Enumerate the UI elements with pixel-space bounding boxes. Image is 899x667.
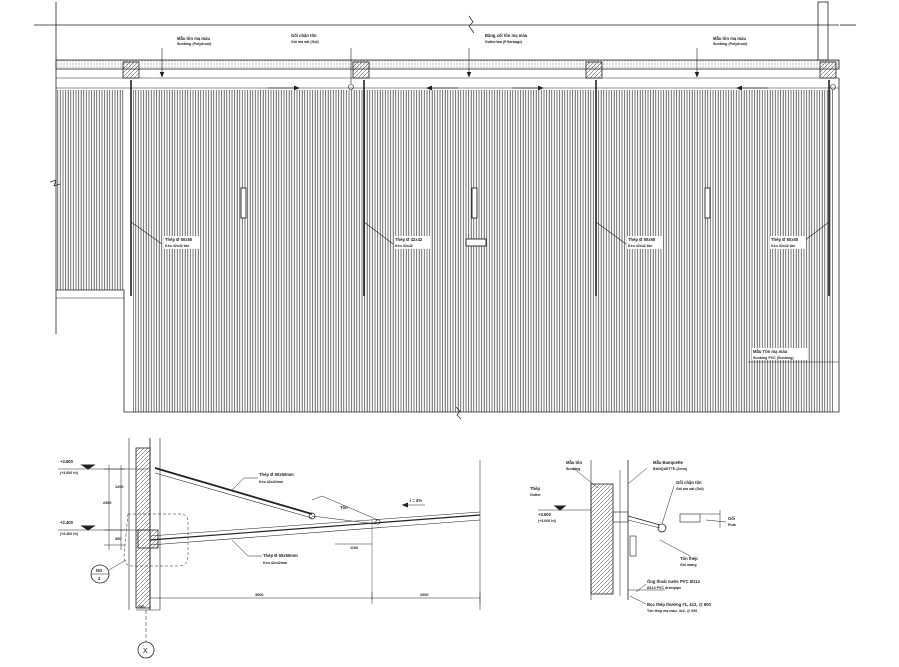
rafter-callout-3-line2: Kèo 42x42 tôn	[628, 244, 652, 248]
plan-callout-3-line1: Băng xối tôn mạ màu	[485, 33, 528, 38]
plan-labels: Mẫu tôn mạ màu Sunbing (Polydrum) Gối ch…	[164, 33, 807, 360]
column-block	[352, 61, 370, 79]
dim-height-lower: 300	[115, 537, 121, 541]
gutter-callout-4-line1: Thép	[530, 486, 540, 491]
column-block	[585, 61, 603, 79]
gutter-callout-8-line1: Bọc thép thường #1, 4x2, @ 600	[647, 602, 712, 607]
dim-small: 1100	[350, 546, 358, 550]
gutter-callout-5-line2: Pula	[728, 523, 737, 527]
plan-callout-1-line2: Sunbing (Polydrum)	[177, 42, 212, 46]
rafter-callout-2-line2: Kèo 42x42	[395, 244, 413, 248]
canopy-section	[58, 438, 481, 659]
level-lower-code: +2.400	[60, 520, 74, 525]
plan-callout-2-line1: Gối chặn tôn	[291, 33, 317, 38]
column-block	[819, 61, 837, 79]
dim-base: 200	[138, 605, 144, 609]
roof-plan	[34, 1, 856, 420]
column-block	[122, 61, 140, 79]
gutter-callout-3-line1: Gối chặn tôn	[676, 480, 702, 485]
rafter-callout-4-line1: Thép Ø 50x50	[771, 237, 799, 242]
gutter-detail	[538, 460, 727, 605]
dim-span-right: 2000	[420, 593, 428, 597]
dim-height-total: 1200	[115, 485, 123, 489]
gutter-callout-2-line2: BANQUETTE (2mm)	[653, 467, 688, 471]
rafter-callout-line1: Thép Ø 50x50mm	[263, 553, 298, 558]
gutter-level-sub: (+3.600 ht)	[538, 519, 557, 523]
level-upper-sub: (+3.600 ht)	[60, 471, 79, 475]
gutter-callout-1-line1: Mẫu tôn	[566, 460, 582, 465]
rafter-callout-line2: Kèo 42x42mm	[263, 561, 287, 565]
rafter-callout-3-line1: Thép Ø 50x50	[628, 237, 656, 242]
dim-span-left: 3000	[255, 593, 263, 597]
dim-height-upper: 2300	[103, 501, 111, 505]
strut-callout-line1: Thép Ø 50x50mm	[259, 472, 294, 477]
sheet-callout: Tôn	[340, 505, 348, 510]
corner-callout-line2: Sunbing PVC (Sunbing)	[753, 356, 794, 360]
gutter-labels: Mẫu tôn Sunbing Mẫu Banquette BANQUETTE …	[530, 460, 737, 613]
gutter-callout-4-line2: Gutter	[530, 493, 541, 497]
detail-tag-bottom: 2	[98, 576, 101, 581]
strut-callout-line2: Kèo 42x42mm	[259, 480, 283, 484]
rafter-callout-1-line1: Thép Ø 50x50	[165, 237, 193, 242]
rafter-callout-4-line2: Kèo 42x42 tôn	[771, 244, 795, 248]
gutter-callout-7-line1: Ống thoát nước PVC Ø114	[647, 579, 700, 584]
gutter-callout-6-line2: Gối máng	[680, 563, 697, 567]
gutter-callout-2-line1: Mẫu Banquette	[653, 460, 684, 465]
corner-callout-line1: Mẫu Tôn mạ màu	[753, 349, 788, 354]
gutter-callout-7-line2: Ø114 PVC drainpipe	[647, 586, 681, 590]
gutter-callout-6-line1: Tôn thép	[680, 556, 698, 561]
canopy-labels: +3.600 (+3.600 ht) +2.400 (+2.400 ht) 23…	[60, 459, 428, 655]
axis-bubble-label: X	[143, 648, 148, 655]
plan-callout-2-line2: Gối ma sát (Gối)	[291, 40, 320, 44]
plan-callout-4-line2: Sunbing (Polydrum)	[713, 42, 748, 46]
rafter-callout-2-line1: Thép Ø 42x42	[395, 237, 423, 242]
plan-callout-3-line2: Gutter/ma (PGarbage)	[485, 40, 523, 44]
gutter-callout-3-line2: Gối ma sát (Gối)	[676, 487, 705, 491]
rafter-callout-1-line2: Kèo 42x42 tôn	[165, 244, 189, 248]
slope-label: i = 4%	[410, 498, 422, 503]
level-lower-sub: (+2.400 ht)	[60, 532, 79, 536]
level-upper-code: +3.600	[60, 459, 74, 464]
gutter-level-code: +3.600	[538, 512, 552, 517]
detail-tag-top: NO	[96, 568, 103, 573]
gutter-callout-1-line2: Sunbing	[566, 467, 580, 471]
gutter-callout-8-line2: Tôn thép mạ màu, 4x2, @ 600	[647, 609, 697, 613]
plan-callout-1-line1: Mẫu tôn mạ màu	[177, 36, 210, 41]
gutter-callout-5-line1: Gối	[728, 516, 735, 521]
plan-callout-4-line1: Mẫu tôn mạ màu	[713, 36, 746, 41]
